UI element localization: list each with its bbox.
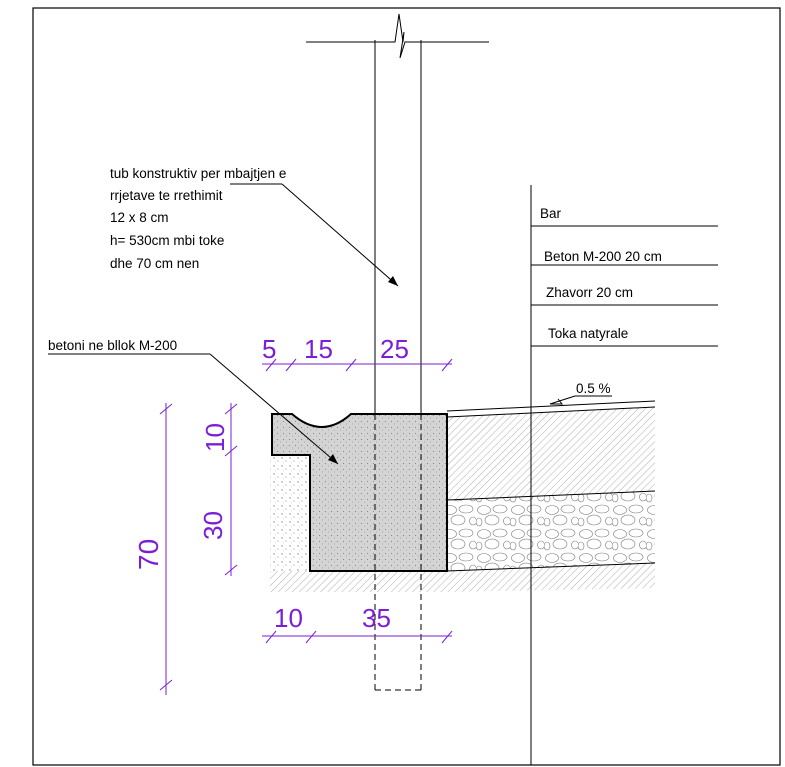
dim-bottom-10: 10 bbox=[274, 603, 303, 633]
layer-label-natural-ground: Toka natyrale bbox=[548, 326, 628, 341]
post-note: tub konstruktiv per mbajtjen e rrjetave … bbox=[110, 166, 399, 287]
gravel-layer bbox=[447, 491, 655, 571]
dim-top-15: 15 bbox=[304, 334, 333, 364]
block-note: betoni ne bllok M-200 bbox=[48, 338, 339, 465]
post-note-line-5: dhe 70 cm nen bbox=[110, 256, 199, 271]
layer-legend: Bar Beton M-200 20 cm Zhavorr 20 cm Toka… bbox=[530, 185, 718, 765]
layer-label-gravel: Zhavorr 20 cm bbox=[546, 285, 633, 300]
dimensions: 5 15 25 10 35 10 30 70 bbox=[133, 334, 453, 695]
dim-vertical-10: 10 bbox=[200, 423, 230, 452]
dim-bottom-35: 35 bbox=[362, 603, 391, 633]
dim-top-5: 5 bbox=[262, 334, 276, 364]
break-symbol bbox=[306, 13, 489, 59]
steel-post bbox=[306, 13, 489, 691]
slope-label: 0.5 % bbox=[576, 381, 611, 396]
post-leader-arrow bbox=[388, 276, 398, 286]
bottom-soil bbox=[270, 571, 447, 592]
left-soil bbox=[270, 455, 310, 571]
concrete-block bbox=[271, 413, 448, 572]
slope-annotation: 0.5 % bbox=[549, 381, 612, 405]
block-leader-line bbox=[209, 353, 339, 465]
block-note-label: betoni ne bllok M-200 bbox=[48, 338, 177, 353]
post-leader-line bbox=[281, 183, 399, 287]
dim-top-25: 25 bbox=[380, 334, 409, 364]
natural-ground-layer bbox=[447, 563, 655, 592]
post-note-line-2: rrjetave te rrethimit bbox=[110, 188, 223, 203]
block-leader-arrow bbox=[328, 454, 338, 464]
ground-layers bbox=[270, 400, 656, 592]
dim-vertical-70: 70 bbox=[133, 539, 164, 570]
dim-vertical-30: 30 bbox=[198, 511, 228, 540]
post-note-line-1: tub konstruktiv per mbajtjen e bbox=[110, 166, 286, 181]
layer-label-concrete: Beton M-200 20 cm bbox=[544, 249, 662, 264]
layer-label-bar: Bar bbox=[540, 206, 562, 221]
drawing-frame bbox=[32, 7, 781, 766]
concrete-layer bbox=[447, 407, 655, 500]
post-note-line-3: 12 x 8 cm bbox=[110, 210, 169, 225]
post-note-line-4: h= 530cm mbi toke bbox=[110, 233, 224, 248]
